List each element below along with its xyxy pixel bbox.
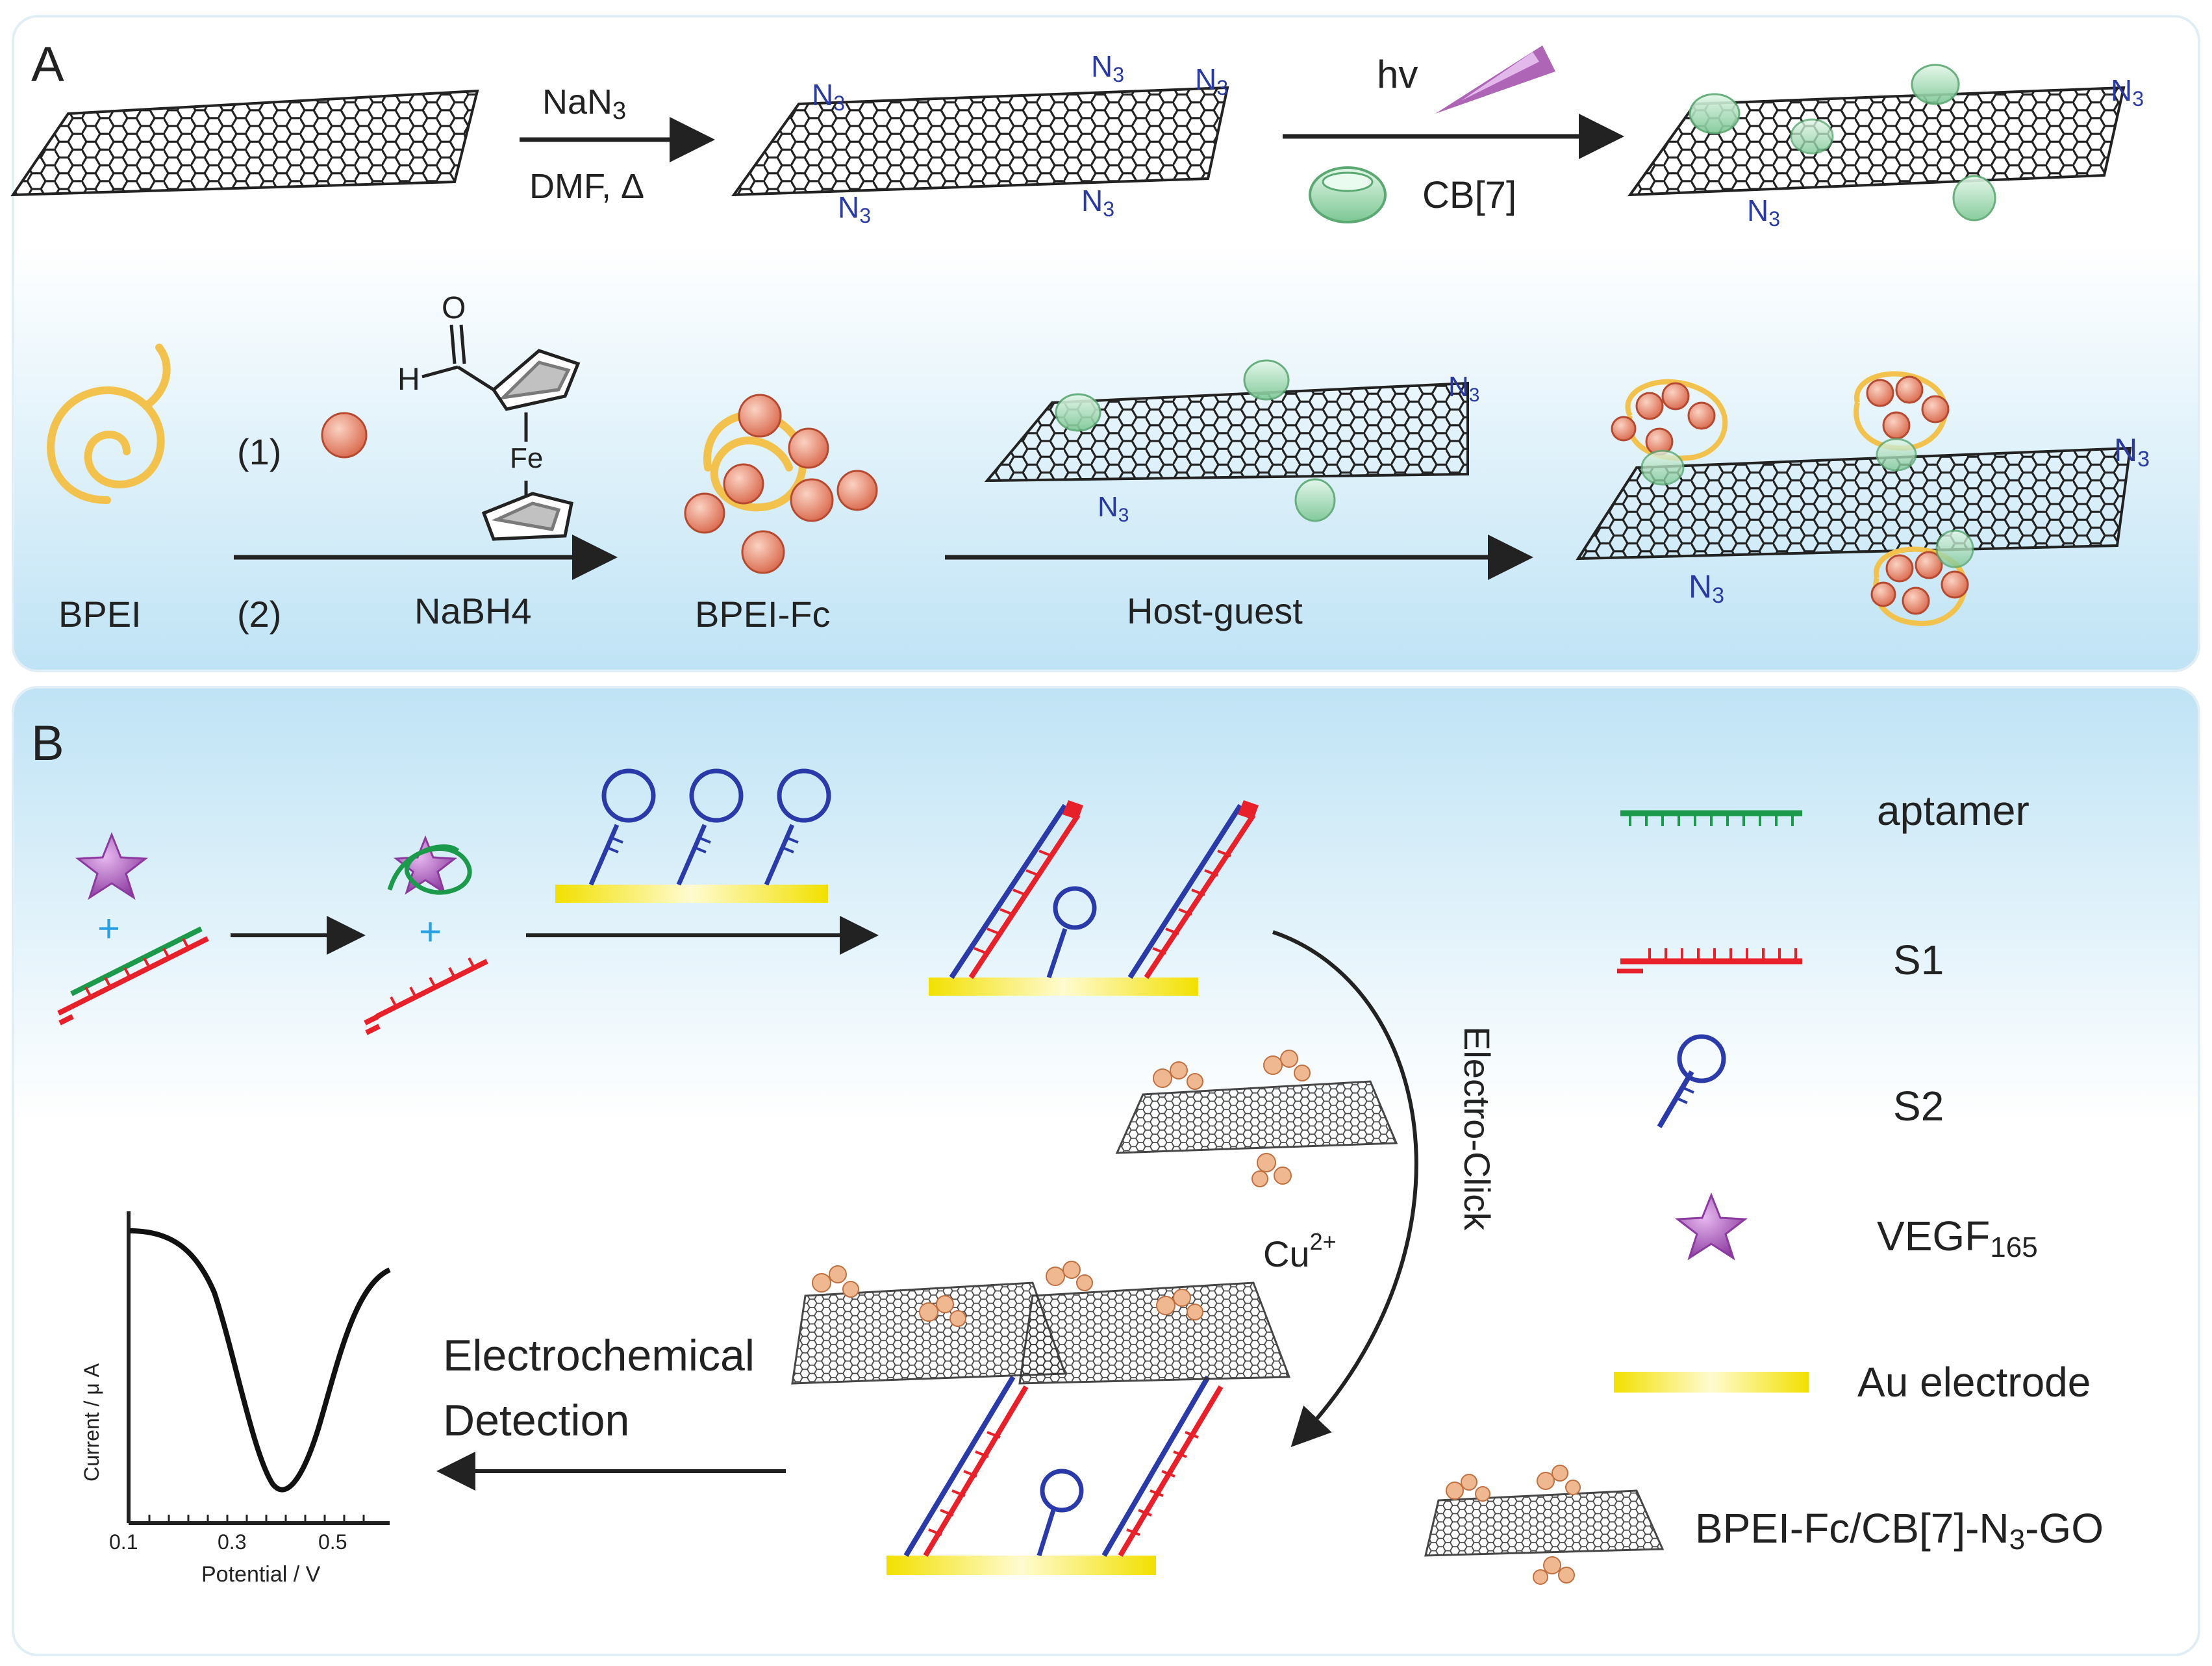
cu-label: Cu2+ [1263, 1228, 1337, 1274]
plot-xtick: 0.3 [218, 1530, 246, 1554]
plot-xtick: 0.5 [318, 1530, 347, 1554]
n3-label: N3 [1081, 184, 1114, 221]
plus-sign: + [97, 907, 120, 950]
reagent-cb7: CB[7] [1422, 174, 1516, 216]
legend-item-s1: S1 [1617, 937, 1944, 983]
svg-text:H: H [397, 362, 420, 397]
gold-nanoparticle [321, 412, 368, 459]
step-2-label: (2) [237, 594, 281, 635]
panel-b-background [12, 686, 2200, 1656]
bpei-fc-cb7-n3-go-composite [1576, 371, 2132, 627]
legend-item-au-electrode: Au electrode [1614, 1359, 2091, 1406]
electrode-with-s2 [555, 768, 831, 903]
detection-label-1: Electrochemical [443, 1331, 755, 1380]
bpei-label: BPEI [58, 594, 142, 635]
vegf-aptamer-complex-icon [387, 835, 472, 895]
reagent-nan3: NaN3 [542, 82, 626, 125]
host-guest-label: Host-guest [1127, 590, 1303, 631]
n3-label: N3 [1091, 49, 1124, 86]
reagent-hv: hv [1377, 53, 1418, 96]
legend-label: S2 [1893, 1083, 1944, 1130]
n3-label: N3 [1448, 371, 1479, 406]
legend-label: S1 [1893, 937, 1944, 983]
plot-xlabel: Potential / V [201, 1562, 321, 1587]
n3-label: N3 [838, 190, 871, 227]
s1-strand-icon [364, 957, 488, 1035]
panel-a-label: A [31, 37, 64, 92]
legend-item-composite: BPEI-Fc/CB[7]-N3-GO [1424, 1465, 2104, 1585]
ferrocene-aldehyde-icon: O H Fe [397, 291, 581, 541]
legend-item-vegf: VEGF165 [1674, 1192, 2038, 1263]
cb7-icon [1309, 166, 1387, 223]
n3-label: N3 [1098, 491, 1129, 526]
svg-text:Fe: Fe [510, 442, 543, 474]
aptamer-s1-duplex-icon [57, 926, 209, 1026]
n3-label: N3 [2111, 73, 2144, 110]
step-1-label: (1) [237, 431, 281, 472]
electrode-s1-s2-hybrid [929, 800, 1259, 996]
legend: aptamer S1 S2 VEGF165 [1424, 787, 2104, 1585]
reagent-nabh4: NaBH4 [414, 590, 532, 631]
legend-item-aptamer: aptamer [1620, 787, 2030, 834]
composite-small-icon [1115, 1050, 1398, 1187]
bpei-fc-label: BPEI-Fc [695, 594, 830, 635]
plot-xtick: 0.1 [109, 1530, 138, 1554]
cb7-graphene-sheet [1627, 64, 2126, 221]
plus-sign: + [419, 910, 442, 953]
electrode-with-composites [791, 1261, 1291, 1575]
svg-text:O: O [442, 291, 466, 325]
cb7-graphene-sheet [984, 359, 1469, 522]
legend-label: aptamer [1877, 787, 2030, 834]
dpv-curve [129, 1228, 391, 1493]
n3-label: N3 [1195, 62, 1228, 99]
n3-label: N3 [1689, 568, 1724, 608]
bpei-fc-icon [684, 394, 878, 574]
detection-label-2: Detection [443, 1396, 629, 1445]
n3-graphene-sheet [731, 86, 1229, 197]
legend-label: VEGF165 [1877, 1213, 2038, 1263]
legend-label: BPEI-Fc/CB[7]-N3-GO [1695, 1505, 2104, 1556]
legend-item-s2: S2 [1657, 1034, 1944, 1130]
n3-label: N3 [812, 78, 845, 115]
reagent-dmf: DMF, Δ [529, 167, 644, 206]
panel-b-label: B [31, 716, 64, 771]
electro-click-label: Electro-Click [1457, 1026, 1498, 1231]
vegf-icon [75, 831, 149, 900]
legend-label: Au electrode [1857, 1359, 2091, 1406]
light-icon [1435, 45, 1555, 114]
n3-label: N3 [2114, 432, 2150, 472]
electro-click-arrow [1272, 930, 1418, 1448]
plot-ylabel: Current / μ A [80, 1363, 103, 1482]
bpei-spiral-icon [47, 344, 171, 504]
n3-label: N3 [1747, 194, 1780, 231]
graphene-sheet [10, 89, 479, 197]
voltammogram-plot: 0.1 0.3 0.5 Potential / V Current / μ A [80, 1211, 391, 1587]
